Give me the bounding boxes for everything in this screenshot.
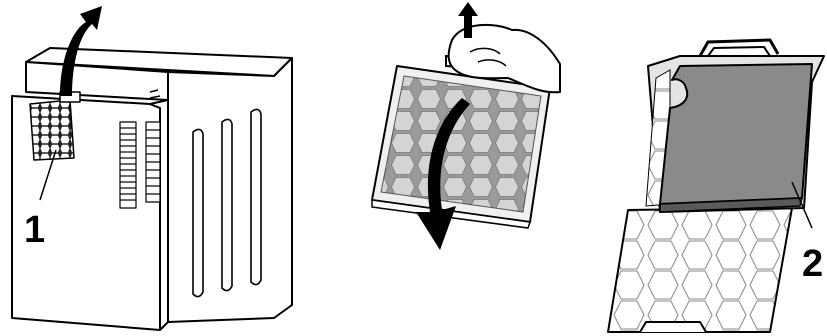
appliance-illustration [12, 48, 292, 330]
filter-opening-mesh [30, 100, 74, 160]
callout-2: 2 [802, 243, 823, 285]
filter-cassette-illustration [608, 40, 824, 332]
cassette-lower-frame [608, 208, 792, 332]
filter-removal-illustration [372, 2, 560, 250]
cassette-bottom-handle [640, 322, 706, 332]
appliance-side-slots [193, 109, 261, 296]
callout-1: 1 [24, 209, 45, 251]
filter-mesh [381, 76, 541, 212]
